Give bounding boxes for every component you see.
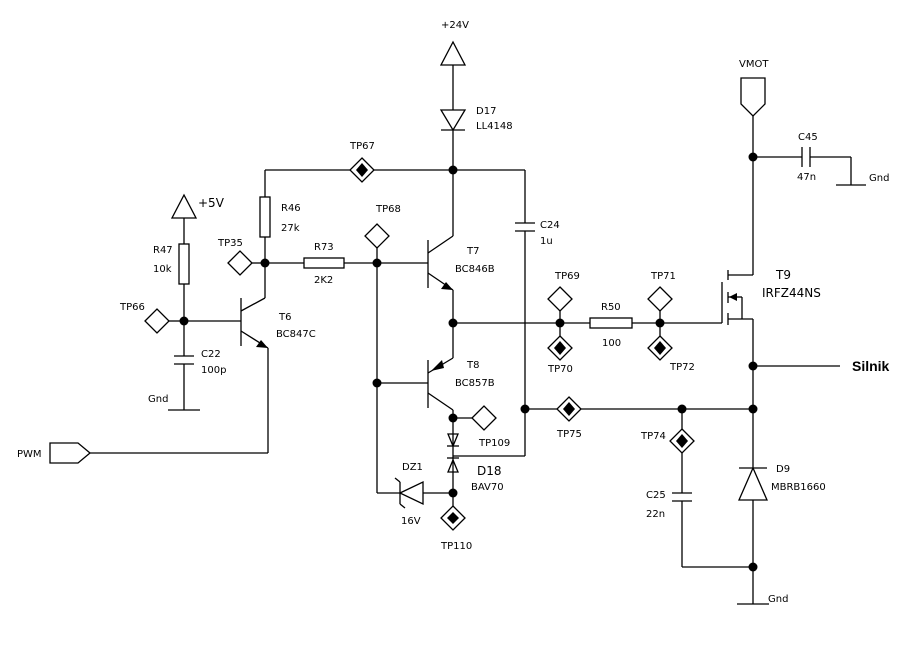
- label-vmot: VMOT: [739, 59, 769, 70]
- d9-value: MBRB1660: [771, 482, 826, 493]
- tp74-label: TP74: [640, 431, 666, 442]
- transistor-t7: T7 BC846B: [427, 170, 495, 358]
- testpoint-tp75: TP75: [556, 396, 582, 440]
- t9-value: IRFZ44NS: [762, 286, 821, 300]
- testpoint-tp69: TP69: [547, 271, 580, 323]
- t8-value: BC857B: [455, 378, 495, 389]
- diode-d9: D9 MBRB1660: [738, 464, 826, 604]
- testpoint-tp72: TP72: [647, 323, 695, 373]
- tp67-label: TP67: [349, 141, 375, 152]
- c25-value: 22n: [646, 509, 665, 520]
- r46-ref: R46: [281, 203, 301, 214]
- t7-value: BC846B: [455, 264, 495, 275]
- supply-5v: +5V: [170, 193, 225, 244]
- capacitor-c24: C24 1u: [515, 170, 560, 456]
- capacitor-c25: C25 22n: [646, 453, 753, 568]
- tp75-label: TP75: [556, 429, 582, 440]
- testpoint-tp35: TP35: [217, 238, 265, 276]
- signal-silnik: Silnik: [852, 358, 890, 374]
- capacitor-c22: C22 100p Gnd: [148, 349, 226, 411]
- c24-value: 1u: [540, 236, 553, 247]
- resistor-r50: R50 100: [589, 302, 722, 349]
- t7-ref: T7: [466, 246, 479, 257]
- c22-ref: C22: [201, 349, 221, 360]
- resistor-r46: R46 27k: [259, 170, 301, 298]
- input-pwm: PWM: [17, 442, 268, 464]
- transistor-t6: T6 BC847C: [240, 297, 316, 453]
- testpoint-tp74: TP74: [640, 409, 695, 454]
- c45-gnd-label: Gnd: [869, 173, 889, 184]
- diode-d17: D17 LL4148: [439, 106, 513, 170]
- label-5v: +5V: [198, 196, 225, 210]
- c45-value: 47n: [797, 172, 816, 183]
- r73-value: 2K2: [314, 275, 333, 286]
- r50-value: 100: [602, 338, 621, 349]
- tp110-label: TP110: [440, 541, 472, 552]
- r46-value: 27k: [281, 223, 300, 234]
- testpoint-tp110: TP110: [440, 505, 472, 552]
- tp70-label: TP70: [547, 364, 573, 375]
- c24-ref: C24: [540, 220, 560, 231]
- transistor-t8: T8 BC857B: [427, 357, 495, 518]
- testpoint-tp70: TP70: [547, 323, 573, 375]
- d17-value: LL4148: [476, 121, 513, 132]
- c22-value: 100p: [201, 365, 226, 376]
- diode-d18: D18 BAV70: [447, 433, 525, 493]
- t8-ref: T8: [466, 360, 479, 371]
- testpoint-tp68: TP68: [364, 204, 401, 263]
- r47-value: 10k: [153, 264, 172, 275]
- testpoint-tp71: TP71: [647, 271, 676, 323]
- d9-ref: D9: [776, 464, 790, 475]
- r47-ref: R47: [153, 245, 173, 256]
- supply-24v: +24V: [439, 20, 469, 110]
- tp68-label: TP68: [375, 204, 401, 215]
- c45-ref: C45: [798, 132, 818, 143]
- c25-ref: C25: [646, 490, 666, 501]
- ground-d9: Gnd: [737, 594, 788, 605]
- d17-ref: D17: [476, 106, 496, 117]
- d18-value: BAV70: [471, 482, 504, 493]
- t6-ref: T6: [278, 312, 291, 323]
- d9-gnd-label: Gnd: [768, 594, 788, 605]
- r73-ref: R73: [314, 242, 334, 253]
- testpoint-tp67: TP67: [349, 141, 375, 183]
- t6-value: BC847C: [276, 329, 316, 340]
- mosfet-t9: T9 IRFZ44NS: [721, 268, 821, 325]
- supply-vmot: VMOT: [739, 59, 769, 275]
- t9-ref: T9: [775, 268, 791, 282]
- zener-dz1: DZ1 16V: [377, 462, 453, 527]
- testpoint-tp109: TP109: [453, 405, 510, 449]
- capacitor-c45: C45 47n Gnd: [753, 132, 889, 186]
- dz1-value: 16V: [401, 516, 421, 527]
- dz1-ref: DZ1: [402, 462, 423, 473]
- tp69-label: TP69: [554, 271, 580, 282]
- tp109-label: TP109: [478, 438, 510, 449]
- signal-pwm: PWM: [17, 449, 42, 460]
- c22-gnd-label: Gnd: [148, 394, 168, 405]
- label-24v: +24V: [441, 20, 469, 31]
- tp71-label: TP71: [650, 271, 676, 282]
- resistor-r47: R47 10k: [153, 243, 190, 356]
- r50-ref: R50: [601, 302, 621, 313]
- tp72-label: TP72: [669, 362, 695, 373]
- resistor-r73: R73 2K2: [265, 242, 377, 286]
- tp66-label: TP66: [119, 302, 145, 313]
- d18-ref: D18: [477, 464, 502, 478]
- tp35-label: TP35: [217, 238, 243, 249]
- testpoint-tp66: TP66: [119, 302, 184, 334]
